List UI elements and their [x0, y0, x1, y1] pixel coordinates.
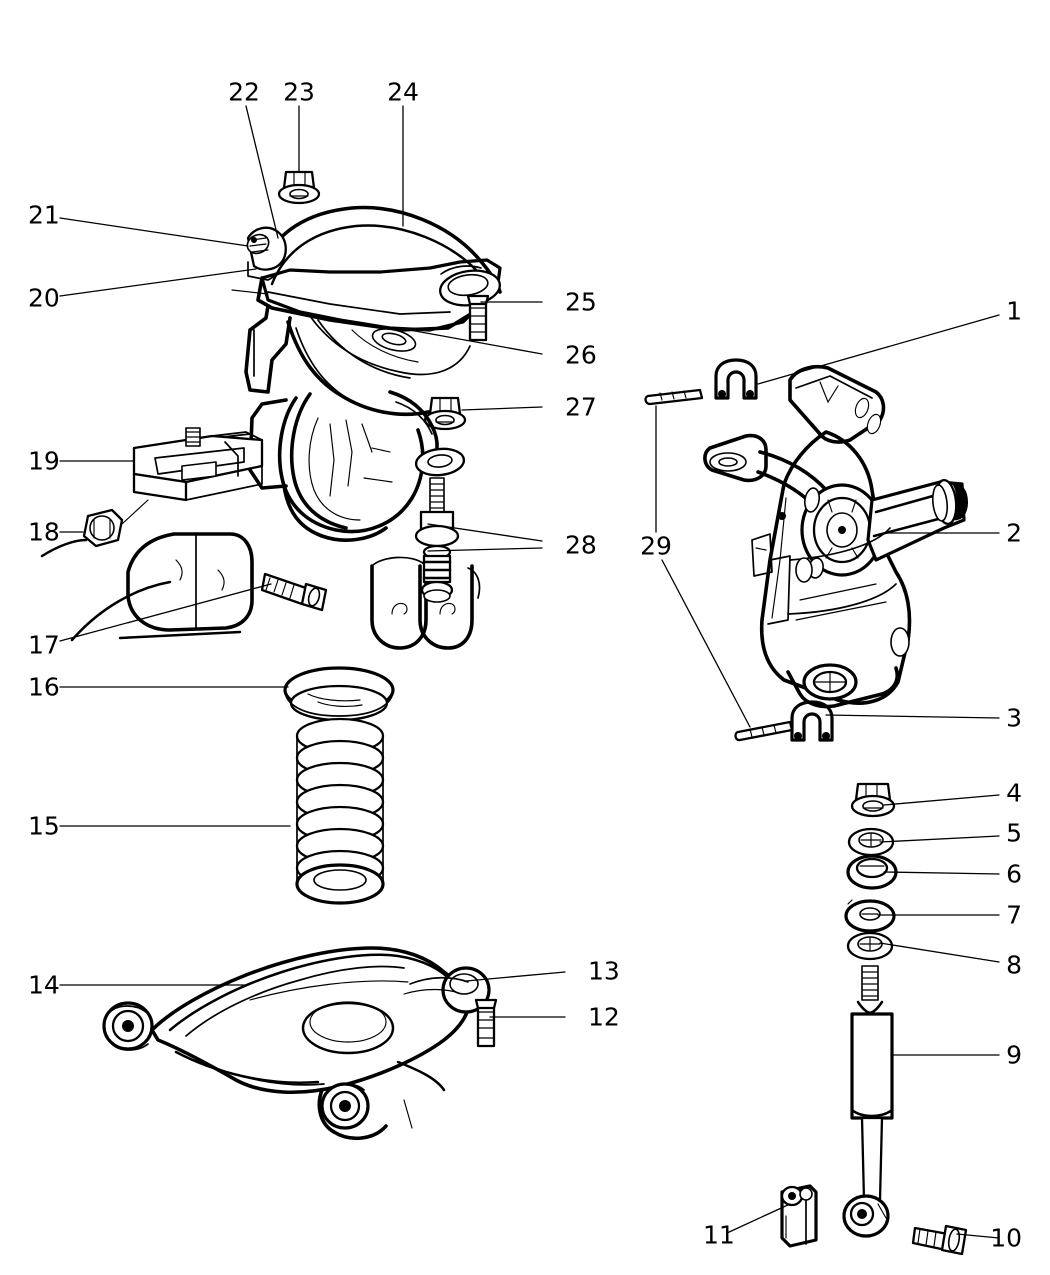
leader-line-11: [726, 1203, 791, 1234]
callout-number-2: 2: [1006, 518, 1022, 548]
leader-line-17: [59, 583, 272, 642]
part-lower-retainer-clip: [790, 700, 834, 742]
part-spring-isolator: [283, 666, 395, 722]
callout-number-24: 24: [387, 77, 419, 107]
callout-number-9: 9: [1006, 1040, 1022, 1070]
callout-number-16: 16: [28, 672, 60, 702]
leader-line-1: [757, 314, 1000, 385]
part-shock-lower-retainer: [846, 931, 894, 961]
part-sway-bar-bracket: [132, 427, 264, 502]
callout-number-23: 23: [283, 77, 315, 107]
part-shock-lower-bracket: [780, 1184, 818, 1248]
callout-number-10: 10: [990, 1223, 1022, 1253]
callout-number-21: 21: [28, 200, 60, 230]
part-shock-upper-nut: [850, 782, 896, 818]
part-coil-spring: [295, 717, 385, 905]
part-steering-knuckle: [703, 364, 968, 709]
callout-number-25: 25: [565, 287, 597, 317]
part-shock-mounting-bolt: [911, 1224, 968, 1256]
callout-number-7: 7: [1006, 900, 1022, 930]
part-upper-control-arm: [231, 205, 502, 417]
callout-number-11: 11: [703, 1220, 735, 1250]
part-upper-retainer-clip: [714, 358, 758, 400]
callout-number-18: 18: [28, 517, 60, 547]
callout-number-8: 8: [1006, 950, 1022, 980]
leader-line-29b: [661, 559, 751, 728]
leader-line-28b: [427, 547, 543, 552]
callout-number-28: 28: [565, 530, 597, 560]
leader-line-4: [883, 794, 1000, 806]
callout-number-19: 19: [28, 446, 60, 476]
leader-line-5: [879, 835, 1000, 843]
callout-number-20: 20: [28, 283, 60, 313]
part-upper-arm-bushing: [246, 226, 287, 281]
leader-line-27: [461, 406, 543, 411]
callout-leader-lines: [59, 105, 1000, 1239]
part-shock-upper-bushing: [846, 854, 898, 890]
part-sway-bar-link-nut: [423, 396, 467, 431]
part-sway-bar-link-bushings: [414, 477, 460, 603]
leader-line-8: [879, 942, 1000, 963]
callout-number-29: 29: [640, 531, 672, 561]
callout-number-22: 22: [228, 77, 260, 107]
leader-line-26: [403, 328, 543, 355]
callout-number-27: 27: [565, 392, 597, 422]
leader-line-20: [59, 268, 257, 297]
leader-line-3: [825, 714, 1000, 719]
part-bracket-nut: [40, 499, 149, 558]
leader-line-22: [245, 105, 279, 239]
callout-number-12: 12: [588, 1002, 620, 1032]
callout-number-3: 3: [1006, 703, 1022, 733]
callout-number-13: 13: [588, 956, 620, 986]
part-shock-lower-bushing: [844, 899, 896, 933]
part-jounce-bumper-bolt: [260, 572, 328, 612]
callout-number-6: 6: [1006, 859, 1022, 889]
callout-number-1: 1: [1006, 296, 1022, 326]
part-cotter-pin-upper: [644, 388, 704, 406]
leader-line-10: [956, 1233, 1000, 1239]
callout-number-26: 26: [565, 340, 597, 370]
callout-number-4: 4: [1006, 778, 1022, 808]
leader-line-21: [59, 217, 249, 247]
part-lower-control-arm: [102, 946, 498, 1140]
callout-number-14: 14: [28, 970, 60, 1000]
leader-line-6: [883, 871, 1000, 875]
part-cotter-pin-lower: [734, 720, 794, 742]
callout-number-17: 17: [28, 630, 60, 660]
callout-number-15: 15: [28, 811, 60, 841]
part-pivot-nut: [277, 170, 321, 205]
leader-line-28: [427, 523, 543, 542]
part-shock-absorber: [842, 965, 894, 1238]
callout-number-5: 5: [1006, 818, 1022, 848]
leader-line-13: [465, 971, 566, 982]
part-jounce-bumper: [70, 532, 254, 642]
